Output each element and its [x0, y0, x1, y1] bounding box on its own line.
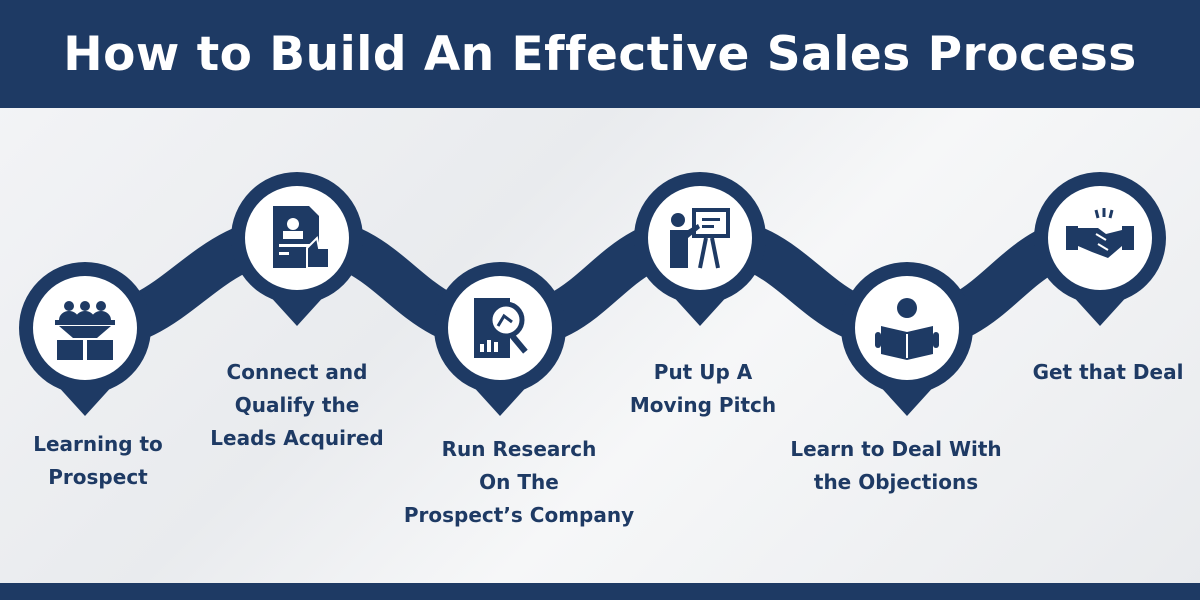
step-3-label: Run Research On The Prospect’s Company [404, 433, 634, 532]
handshake-icon [1066, 208, 1134, 258]
person-reading-icon [875, 298, 939, 360]
step-6-label: Get that Deal [1033, 356, 1184, 389]
sales-funnel-icon [55, 301, 115, 360]
pin-pointer [267, 293, 327, 326]
pin-pointer [1070, 293, 1130, 326]
presentation-icon [670, 208, 730, 269]
step-1-label-line: Learning to [33, 432, 163, 456]
step-4-label-line: Put Up A [653, 360, 753, 384]
step-3-label-line: Prospect’s Company [403, 503, 635, 527]
header-banner: How to Build An Effective Sales Process [0, 0, 1200, 108]
pin-pointer [55, 383, 115, 416]
process-path [19, 172, 1166, 416]
step-5-label-line: the Objections [813, 470, 979, 494]
pin-pointer [670, 293, 730, 326]
step-5-label: Learn to Deal With the Objections [790, 433, 1001, 499]
step-4-label: Put Up A Moving Pitch [630, 356, 776, 422]
profile-thumbs-up-icon [273, 206, 330, 269]
step-4-pin [634, 172, 766, 326]
step-2-label-line: Qualify the [234, 393, 360, 417]
step-5-pin [841, 262, 973, 416]
step-3-label-line: On The [479, 470, 559, 494]
step-6-pin [1034, 172, 1166, 326]
report-magnifier-icon [474, 298, 528, 358]
pin-pointer [877, 383, 937, 416]
step-2-pin [231, 172, 363, 326]
pin-inner [855, 276, 959, 380]
step-1-label-line: Prospect [48, 465, 148, 489]
step-1-label: Learning to Prospect [33, 428, 163, 494]
step-2-label: Connect and Qualify the Leads Acquired [210, 356, 383, 455]
page-title: How to Build An Effective Sales Process [63, 26, 1137, 82]
step-2-label-line: Leads Acquired [210, 426, 384, 450]
pin-pointer [470, 383, 530, 416]
footer-band [0, 583, 1200, 600]
step-2-label-line: Connect and [226, 360, 368, 384]
step-1-pin [19, 262, 151, 416]
step-5-label-line: Learn to Deal With [790, 437, 1002, 461]
step-3-label-line: Run Research [441, 437, 597, 461]
step-3-pin [434, 262, 566, 416]
step-4-label-line: Moving Pitch [629, 393, 777, 417]
step-6-label-line: Get that Deal [1032, 360, 1184, 384]
